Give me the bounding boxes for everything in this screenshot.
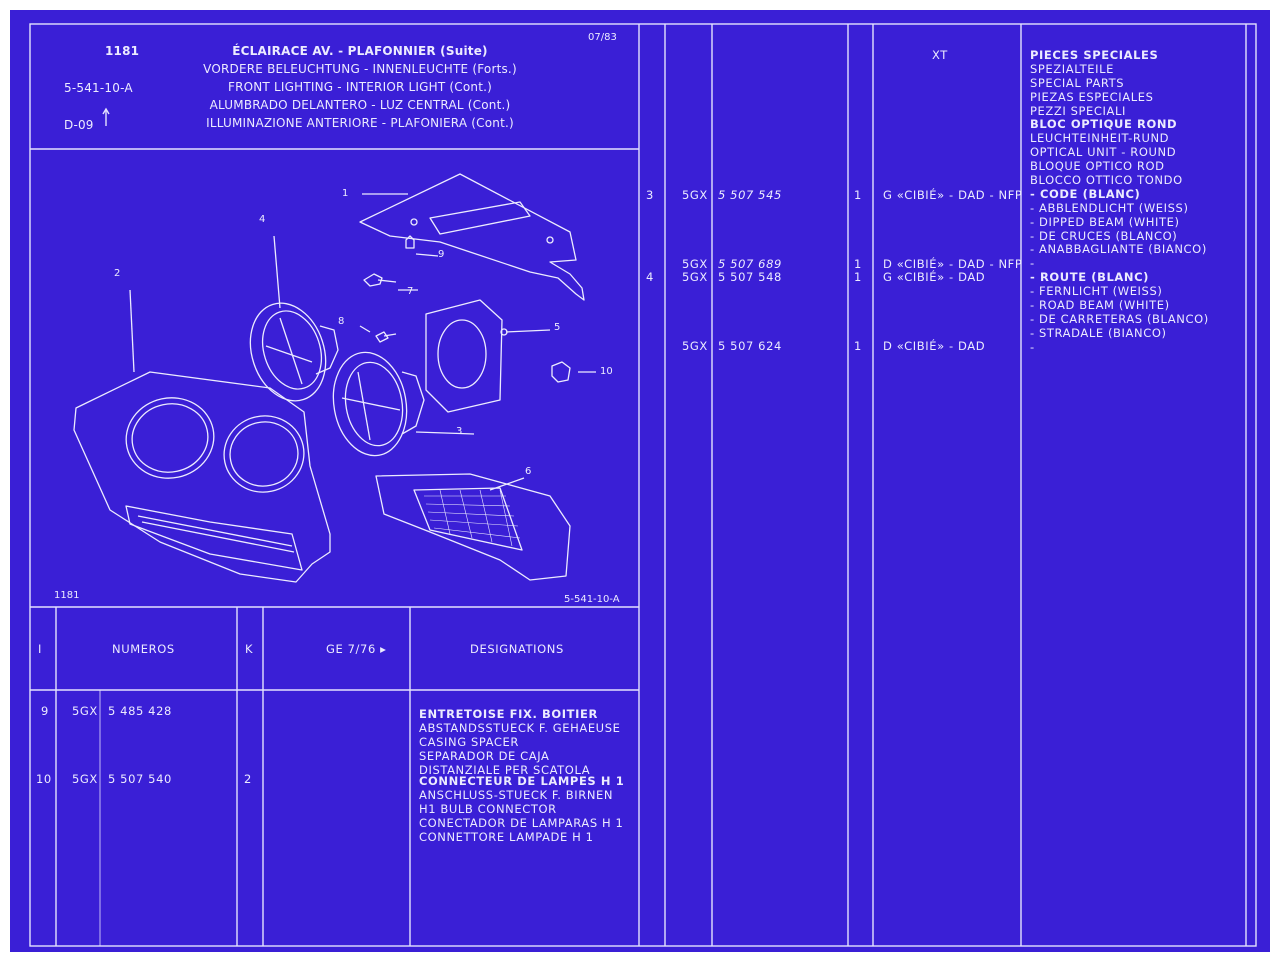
callout-3: 3 bbox=[456, 426, 463, 437]
special-line: LEUCHTEINHEIT-RUND bbox=[1030, 131, 1170, 146]
special-line: BLOC OPTIQUE ROND bbox=[1030, 117, 1178, 132]
row-part-number: 5 485 428 bbox=[108, 704, 172, 718]
row-designations: CONNECTEUR DE LAMPES H 1 ANSCHLUSS-STUEC… bbox=[419, 774, 624, 843]
title-es: ALUMBRADO DELANTERO - LUZ CENTRAL (Cont.… bbox=[209, 98, 511, 112]
designation-en: H1 BULB CONNECTOR bbox=[419, 801, 557, 816]
title-fr: ÉCLAIRACE AV. - PLAFONNIER (Suite) bbox=[232, 44, 488, 58]
row-index: 10 bbox=[36, 772, 52, 786]
special-line: BLOCCO OTTICO TONDO bbox=[1030, 173, 1183, 188]
special-line: - bbox=[1030, 339, 1035, 354]
special-line: PIEZAS ESPECIALES bbox=[1030, 89, 1154, 104]
row-variant: D «CIBIÉ» - DAD bbox=[883, 339, 986, 353]
col-header-k: K bbox=[245, 642, 254, 656]
special-line: PIECES SPECIALES bbox=[1030, 48, 1159, 62]
special-line: - ABBLENDLICHT (WEISS) bbox=[1030, 200, 1189, 215]
group-reference: 5-541-10-A bbox=[64, 81, 133, 95]
diagram-ref: 5-541-10-A bbox=[564, 594, 620, 605]
col-header-ge: GE 7/76 ▸ bbox=[326, 642, 387, 656]
callout-9: 9 bbox=[438, 249, 445, 260]
special-line: - DE CRUCES (BLANCO) bbox=[1030, 228, 1178, 243]
col-header-numbers: NUMEROS bbox=[112, 642, 175, 656]
col-header-xt: XT bbox=[932, 48, 948, 62]
row-prefix: 5GX bbox=[682, 257, 708, 271]
designation-fr: ENTRETOISE FIX. BOITIER bbox=[419, 707, 598, 721]
row-prefix: 5GX bbox=[682, 188, 708, 202]
row-prefix: 5GX bbox=[682, 270, 708, 284]
special-line: - STRADALE (BIANCO) bbox=[1030, 325, 1167, 340]
callout-4: 4 bbox=[259, 214, 266, 225]
designation-es: CONECTADOR DE LAMPARAS H 1 bbox=[419, 815, 624, 830]
row-prefix: 5GX bbox=[72, 772, 98, 786]
special-line: SPEZIALTEILE bbox=[1030, 61, 1115, 76]
special-line: - DE CARRETERAS (BLANCO) bbox=[1030, 311, 1209, 326]
print-date: 07/83 bbox=[588, 32, 617, 43]
row-part-number: 5 507 624 bbox=[718, 339, 782, 353]
callout-6: 6 bbox=[525, 466, 532, 477]
designation-de: ANSCHLUSS-STUECK F. BIRNEN bbox=[419, 787, 614, 802]
row-part-number: 5 507 545 bbox=[718, 188, 782, 202]
designation-it: DISTANZIALE PER SCATOLA bbox=[419, 762, 591, 777]
table-grid bbox=[29, 23, 1257, 947]
col-header-index: I bbox=[38, 642, 42, 656]
row-variant: D «CIBIÉ» - DAD - NFP bbox=[883, 257, 1023, 271]
special-line: - ROUTE (BLANC) bbox=[1030, 270, 1150, 285]
designation-en: CASING SPACER bbox=[419, 734, 520, 749]
model-number: 1181 bbox=[105, 44, 140, 58]
designation-it: CONNETTORE LAMPADE H 1 bbox=[419, 829, 594, 844]
callout-1: 1 bbox=[342, 188, 349, 199]
designation-de: ABSTANDSSTUECK F. GEHAEUSE bbox=[419, 720, 621, 735]
row-part-number: 5 507 540 bbox=[108, 772, 172, 786]
special-parts-designations: PIECES SPECIALES SPEZIALTEILE SPECIAL PA… bbox=[1030, 48, 1209, 354]
designation-fr: CONNECTEUR DE LAMPES H 1 bbox=[419, 774, 625, 788]
special-line: - ANABBAGLIANTE (BIANCO) bbox=[1030, 242, 1207, 257]
exploded-headlight-diagram bbox=[73, 173, 596, 583]
row-qty: 1 bbox=[854, 270, 862, 284]
row-qty: 1 bbox=[854, 339, 862, 353]
row-part-number: 5 507 548 bbox=[718, 270, 782, 284]
col-header-designations: DESIGNATIONS bbox=[470, 642, 564, 656]
special-line: - bbox=[1030, 256, 1035, 271]
parts-catalog-sheet: 1181 5-541-10-A D-09 07/83 ÉCLAIRACE AV.… bbox=[10, 10, 1270, 952]
row-k: 2 bbox=[244, 772, 252, 786]
callout-7: 7 bbox=[407, 286, 414, 297]
callout-8: 8 bbox=[338, 316, 345, 327]
special-line: - CODE (BLANC) bbox=[1030, 186, 1141, 201]
row-qty: 1 bbox=[854, 257, 862, 271]
special-line: - DIPPED BEAM (WHITE) bbox=[1030, 214, 1180, 229]
special-line: - ROAD BEAM (WHITE) bbox=[1030, 298, 1170, 313]
row-part-number: 5 507 689 bbox=[718, 257, 782, 271]
title-en: FRONT LIGHTING - INTERIOR LIGHT (Cont.) bbox=[227, 80, 493, 94]
title-it: ILLUMINAZIONE ANTERIORE - PLAFONIERA (Co… bbox=[206, 116, 514, 130]
row-index: 4 bbox=[646, 270, 654, 284]
special-line: SPECIAL PARTS bbox=[1030, 75, 1125, 90]
row-qty: 1 bbox=[854, 188, 862, 202]
special-line: OPTICAL UNIT - ROUND bbox=[1030, 145, 1177, 160]
callout-10: 10 bbox=[600, 366, 613, 377]
callout-5: 5 bbox=[554, 322, 561, 333]
callout-2: 2 bbox=[114, 268, 121, 279]
row-prefix: 5GX bbox=[682, 339, 708, 353]
row-variant: G «CIBIÉ» - DAD bbox=[883, 270, 986, 284]
title-de: VORDERE BELEUCHTUNG - INNENLEUCHTE (Fort… bbox=[203, 62, 517, 76]
designation-es: SEPARADOR DE CAJA bbox=[419, 748, 550, 763]
row-variant: G «CIBIÉ» - DAD - NFP bbox=[883, 188, 1023, 202]
special-line: - FERNLICHT (WEISS) bbox=[1030, 284, 1163, 299]
row-index: 3 bbox=[646, 188, 654, 202]
row-designations: ENTRETOISE FIX. BOITIER ABSTANDSSTUECK F… bbox=[419, 707, 620, 776]
row-index: 9 bbox=[41, 704, 49, 718]
section-titles: ÉCLAIRACE AV. - PLAFONNIER (Suite) VORDE… bbox=[158, 42, 562, 132]
special-line: PEZZI SPECIALI bbox=[1030, 103, 1126, 118]
plate-code: D-09 bbox=[64, 118, 94, 132]
row-prefix: 5GX bbox=[72, 704, 98, 718]
diagram-model: 1181 bbox=[54, 590, 80, 601]
special-line: BLOQUE OPTICO ROD bbox=[1030, 159, 1165, 174]
